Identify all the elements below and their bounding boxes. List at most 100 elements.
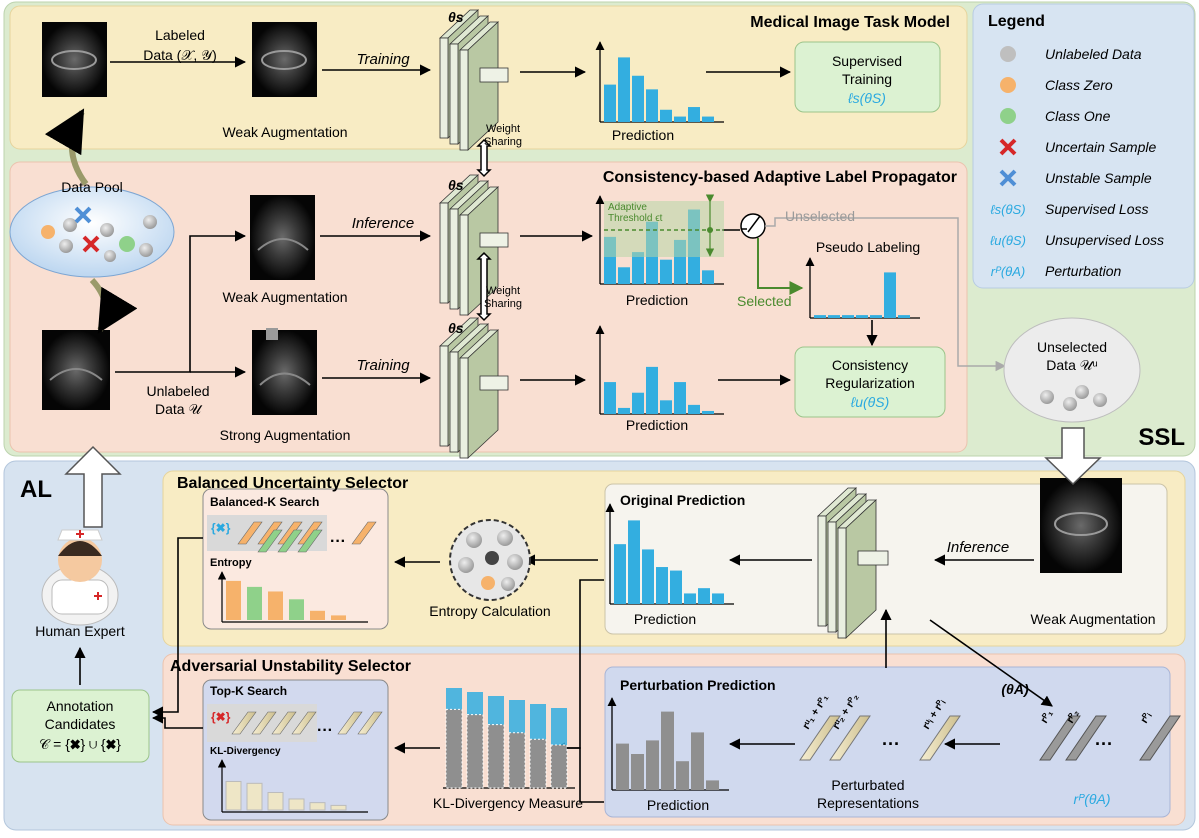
bar <box>688 404 700 414</box>
bar <box>618 57 630 122</box>
human-expert-avatar <box>41 529 119 626</box>
propagator-title: Consistency-based Adaptive Label Propaga… <box>603 169 957 186</box>
training-label-top: Training <box>356 51 410 68</box>
legend-label: Supervised Loss <box>1045 201 1149 217</box>
bar <box>632 252 644 284</box>
perturbation-prediction-title: Perturbation Prediction <box>620 677 776 693</box>
threshold-point <box>707 227 713 233</box>
bar <box>646 366 658 414</box>
kl-label: KL-Divergency <box>210 746 281 757</box>
data-pool <box>9 186 175 278</box>
entropy-samples <box>458 530 523 591</box>
pseudo-labeling-label: Pseudo Labeling <box>816 239 920 255</box>
bar <box>618 407 630 414</box>
annotation-candidates-box <box>11 689 150 763</box>
weak-aug-caption-top: Weak Augmentation <box>222 124 347 140</box>
task-model-title: Medical Image Task Model <box>750 14 950 31</box>
bar <box>814 315 826 318</box>
labeled-data-label: Labeled <box>155 27 205 43</box>
legend-label: Class One <box>1045 108 1111 124</box>
legend-label: Unlabeled Data <box>1045 46 1142 62</box>
legend-item: Unlabeled Data <box>1000 46 1142 62</box>
bar <box>618 267 630 284</box>
prediction-caption-bottom: Prediction <box>626 417 688 433</box>
bar <box>884 272 896 318</box>
bar <box>646 740 659 790</box>
adaptive-threshold-band <box>604 201 724 257</box>
consistency-label: Consistency <box>832 357 908 373</box>
supervised-training-box <box>794 41 941 113</box>
pool-to-unlabeled-arrow <box>89 277 138 334</box>
legend-label: Unsupervised Loss <box>1045 232 1164 248</box>
legend-label: Class Zero <box>1045 77 1113 93</box>
prediction-caption-mid: Prediction <box>626 292 688 308</box>
mri-weak-aug-image-top <box>252 22 317 97</box>
mri-labeled-image <box>42 22 107 97</box>
entropy-bar <box>226 580 241 620</box>
prediction-caption-al: Prediction <box>634 611 696 627</box>
kl-bar-base <box>508 732 526 789</box>
entropy-bar <box>331 615 346 620</box>
unstable-mark: {✖} <box>211 521 231 535</box>
bar <box>604 382 616 414</box>
unselected-samples <box>1040 385 1107 411</box>
ellipsis: ··· <box>1095 734 1113 754</box>
bar <box>628 520 640 604</box>
pseudo-label-chart <box>805 257 920 319</box>
legend-label: Unstable Sample <box>1045 170 1152 186</box>
weight-sharing-mid: Weight <box>486 285 520 297</box>
bar <box>660 259 672 284</box>
bar <box>702 116 714 122</box>
bar <box>631 754 644 790</box>
top-k-search-title: Top-K Search <box>210 684 287 698</box>
red-cross-icon <box>999 138 1017 156</box>
labeled-data-label-2: Data (𝒳, 𝒴) <box>143 47 217 63</box>
weak-aug-caption-mid: Weak Augmentation <box>222 289 347 305</box>
legend-symbol: rᴾ(θA) <box>991 264 1025 279</box>
entropy-label: Entropy <box>210 557 252 569</box>
bar <box>856 315 868 318</box>
prediction-caption-top: Prediction <box>612 127 674 143</box>
annotation-label-2: Candidates <box>45 716 116 732</box>
bar <box>702 270 714 284</box>
perturbed-sample <box>337 711 363 735</box>
unselected-data-label: Unselected <box>1037 339 1107 355</box>
perturbation-prediction-box <box>604 666 1171 818</box>
unselected-data-label-2: Data 𝒰ᵘ <box>1046 357 1097 373</box>
supervised-label-2: Training <box>842 71 892 87</box>
bar <box>614 544 626 604</box>
kl-bar-base <box>529 738 547 789</box>
ssl-tag: SSL <box>1138 424 1185 451</box>
orange-sample <box>237 521 263 545</box>
al-tag: AL <box>20 476 52 503</box>
ellipsis: ··· <box>317 722 333 739</box>
bar <box>691 732 704 790</box>
data-pool-samples <box>41 206 157 262</box>
legend-item: ℓs(θS)Supervised Loss <box>990 201 1148 217</box>
kl-bar-base <box>487 724 505 789</box>
kl-search-bar <box>288 798 305 811</box>
unselected-path <box>765 217 1007 372</box>
weight-sharing-top-2: Sharing <box>484 136 522 148</box>
kl-search-bar <box>267 792 284 811</box>
legend-title: Legend <box>988 13 1045 30</box>
bar <box>870 315 882 318</box>
legend-item: Uncertain Sample <box>999 138 1156 156</box>
bar <box>642 549 654 604</box>
unlabeled-data-label-2: Data 𝒰 <box>155 401 203 417</box>
mri-weak-aug-image-mid <box>250 195 315 280</box>
bar <box>646 89 658 122</box>
entropy-bar <box>310 610 325 620</box>
legend-label: Uncertain Sample <box>1045 139 1156 155</box>
orange-sample <box>257 521 283 545</box>
theta-a-label: (θA) <box>1001 681 1029 697</box>
bar <box>674 382 686 414</box>
kl-measure-label: KL-Divergency Measure <box>433 795 583 811</box>
blue-cross-icon <box>999 169 1017 187</box>
training-label-mid: Training <box>356 357 410 374</box>
unlabeled-data-label: Unlabeled <box>146 383 209 399</box>
perturbed-sample <box>291 711 317 735</box>
uncertain-mark: {✖} <box>211 710 231 724</box>
propagator-network-block-b <box>438 317 509 459</box>
